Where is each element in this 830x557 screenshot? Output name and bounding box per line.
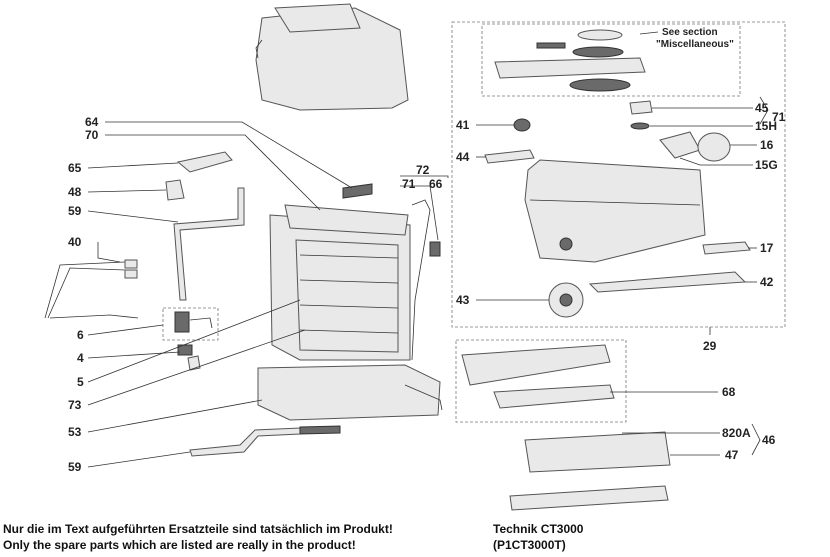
- leader-lines: [87, 96, 769, 468]
- callout-45: 45: [755, 101, 769, 115]
- callout-71-left: 71: [402, 177, 416, 191]
- callout-53: 53: [68, 425, 82, 439]
- callout-15h: 15H: [755, 119, 777, 133]
- part-42: [588, 271, 747, 293]
- callout-820a: 820A: [722, 426, 751, 440]
- part-68-top: [461, 344, 611, 386]
- callout-68: 68: [722, 385, 736, 399]
- part-15h: [630, 122, 650, 130]
- callout-41: 41: [456, 118, 470, 132]
- part-46-rail: [509, 485, 669, 511]
- tank-group-box: [451, 21, 786, 328]
- callout-71-right: 71: [772, 110, 786, 124]
- part-68-bottom: [493, 384, 615, 409]
- central-frame-assembly: [269, 199, 431, 361]
- part-47: [524, 431, 671, 473]
- bottom-tray: [257, 364, 443, 421]
- valve-dashed-box: [162, 307, 219, 341]
- small-bushing: [429, 241, 441, 257]
- callout-64: 64: [85, 115, 99, 129]
- callout-66: 66: [429, 177, 443, 191]
- cover-group-box: [455, 339, 627, 423]
- screw-strip: [299, 425, 341, 435]
- callout-43: 43: [456, 293, 470, 307]
- callout-46: 46: [762, 433, 776, 447]
- nut-part: [177, 344, 193, 356]
- top-housing-cover: [255, 3, 409, 111]
- callout-48: 48: [68, 185, 82, 199]
- footer-model-code: (P1CT3000T): [493, 538, 566, 552]
- callout-44: 44: [456, 150, 470, 164]
- callout-17: 17: [760, 241, 774, 255]
- part-16-cap: [697, 132, 731, 162]
- callout-4: 4: [77, 351, 84, 365]
- callout-59-lower: 59: [68, 460, 82, 474]
- footer-model-line: Technik CT3000: [493, 522, 584, 536]
- part-16-elbow: [659, 131, 701, 159]
- pipe-lower: [189, 427, 301, 457]
- callout-29: 29: [703, 339, 717, 353]
- handle-part: [176, 151, 233, 173]
- callout-16: 16: [760, 138, 774, 152]
- part-44: [484, 149, 535, 164]
- misc-parts: [494, 29, 646, 92]
- callout-47: 47: [725, 448, 739, 462]
- part-41: [513, 118, 531, 132]
- pipe-upper: [173, 187, 245, 301]
- note-line1: See section: [662, 27, 718, 38]
- valve-assembly: [174, 311, 213, 333]
- callout-40: 40: [68, 235, 82, 249]
- callout-42: 42: [760, 275, 774, 289]
- part-17: [702, 241, 751, 255]
- cable-harness: [44, 259, 139, 319]
- clip-part: [165, 179, 185, 201]
- callout-59-upper: 59: [68, 204, 82, 218]
- callout-65: 65: [68, 161, 82, 175]
- callout-5: 5: [77, 375, 84, 389]
- footer-note-german: Nur die im Text aufgeführten Ersatzteile…: [3, 522, 393, 536]
- note-line2: "Miscellaneous": [656, 39, 734, 50]
- callout-15g: 15G: [755, 158, 778, 172]
- part-45: [629, 100, 653, 115]
- footer-note-english: Only the spare parts which are listed ar…: [3, 538, 356, 552]
- callout-70: 70: [85, 128, 99, 142]
- elbow-part: [187, 355, 201, 371]
- callout-73: 73: [68, 398, 82, 412]
- tank: [524, 159, 706, 263]
- connector-strip: [342, 183, 373, 199]
- callout-72: 72: [416, 163, 430, 177]
- callout-6: 6: [77, 328, 84, 342]
